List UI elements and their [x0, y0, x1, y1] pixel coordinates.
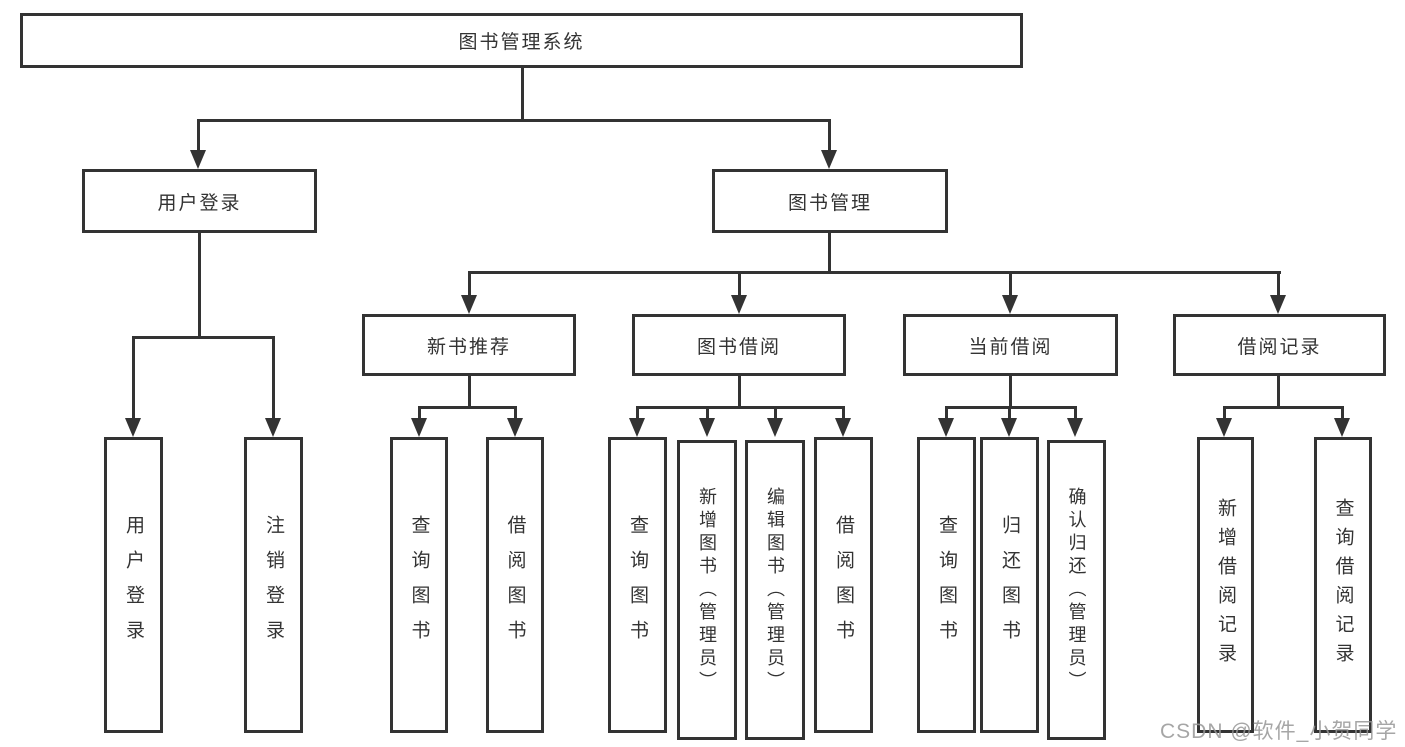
connector-root-drop-left: [197, 119, 200, 150]
node-label: 新书推荐: [426, 336, 511, 358]
leaf-label: 新增图书（管理员）: [697, 486, 717, 694]
connector-current-drop-1: [945, 406, 948, 418]
connector-userlogin-drop-1: [132, 336, 135, 418]
node-book-management: 图书管理: [712, 169, 948, 233]
connector-bookmgmt-stem: [828, 233, 831, 271]
connector-current-drop-3: [1074, 406, 1077, 418]
connector-bookmgmt-drop-4: [1277, 271, 1280, 295]
connector-borrowing-drop-3: [774, 406, 777, 418]
node-label: 图书管理: [787, 192, 872, 214]
leaf-borrow-books-borrowing: 借阅图书: [814, 437, 873, 733]
arrowhead-borrowing-add: [699, 418, 715, 437]
node-label: 借阅记录: [1237, 336, 1322, 358]
node-user-login: 用户登录: [82, 169, 317, 233]
leaf-label: 借阅图书: [504, 515, 526, 655]
leaf-query-books-borrowing: 查询图书: [608, 437, 667, 733]
arrowhead-borrowing-records: [1270, 295, 1286, 314]
node-borrowing-records: 借阅记录: [1173, 314, 1386, 376]
arrowhead-current-borrowing: [1002, 295, 1018, 314]
connector-records-stem: [1277, 376, 1280, 406]
arrowhead-new-books: [461, 295, 477, 314]
connector-current-stem: [1009, 376, 1012, 406]
leaf-label: 查询借阅记录: [1332, 498, 1354, 672]
leaf-return-books: 归还图书: [980, 437, 1039, 733]
arrowhead-book-management: [821, 150, 837, 169]
csdn-watermark: CSDN @软件_小贺同学: [1160, 720, 1398, 743]
connector-newbooks-bar: [418, 406, 516, 409]
arrowhead-records-add: [1216, 418, 1232, 437]
connector-records-drop-1: [1223, 406, 1226, 418]
connector-userlogin-stem: [198, 233, 201, 336]
arrowhead-logout-leaf: [265, 418, 281, 437]
connector-userlogin-drop-2: [272, 336, 275, 418]
arrowhead-borrowing-query: [629, 418, 645, 437]
arrowhead-borrowing-edit: [767, 418, 783, 437]
leaf-label: 查询图书: [408, 515, 430, 655]
node-label: 图书管理系统: [458, 32, 585, 53]
connector-current-bar: [945, 406, 1077, 409]
connector-newbooks-drop-2: [514, 406, 517, 418]
node-library-management-system: 图书管理系统: [20, 13, 1023, 68]
connector-borrowing-drop-2: [706, 406, 709, 418]
node-label: 当前借阅: [968, 336, 1053, 358]
arrowhead-current-query: [938, 418, 954, 437]
arrowhead-newbooks-borrow: [507, 418, 523, 437]
leaf-query-borrow-record: 查询借阅记录: [1314, 437, 1372, 733]
leaf-add-borrow-record: 新增借阅记录: [1197, 437, 1254, 733]
leaf-add-books-admin: 新增图书（管理员）: [677, 440, 737, 740]
node-new-book-recommendation: 新书推荐: [362, 314, 576, 376]
connector-newbooks-drop-1: [418, 406, 421, 418]
node-label: 用户登录: [157, 192, 242, 214]
leaf-query-books-current: 查询图书: [917, 437, 976, 733]
connector-borrowing-drop-1: [636, 406, 639, 418]
node-label: 图书借阅: [696, 336, 781, 358]
arrowhead-records-query: [1334, 418, 1350, 437]
arrowhead-newbooks-query: [411, 418, 427, 437]
connector-borrowing-bar: [636, 406, 844, 409]
leaf-label: 查询图书: [627, 515, 648, 655]
leaf-confirm-return-admin: 确认归还（管理员）: [1047, 440, 1106, 740]
leaf-label: 用户登录: [123, 515, 144, 655]
arrowhead-current-confirm: [1067, 418, 1083, 437]
leaf-label: 借阅图书: [833, 515, 854, 655]
arrowhead-book-borrowing: [731, 295, 747, 314]
leaf-label: 归还图书: [999, 515, 1020, 655]
connector-records-bar: [1223, 406, 1343, 409]
leaf-query-books-newbooks: 查询图书: [390, 437, 448, 733]
connector-root-bar: [198, 119, 831, 122]
connector-bookmgmt-drop-3: [1009, 271, 1012, 295]
connector-root-drop-right: [828, 119, 831, 150]
arrowhead-borrowing-borrow: [835, 418, 851, 437]
connector-records-drop-2: [1341, 406, 1344, 418]
connector-bookmgmt-drop-1: [468, 271, 471, 295]
leaf-edit-books-admin: 编辑图书（管理员）: [745, 440, 805, 740]
leaf-label: 查询图书: [936, 515, 957, 655]
arrowhead-current-return: [1001, 418, 1017, 437]
connector-root-stem: [521, 68, 524, 119]
connector-borrowing-drop-4: [842, 406, 845, 418]
leaf-borrow-books-newbooks: 借阅图书: [486, 437, 544, 733]
arrowhead-user-login: [190, 150, 206, 169]
arrowhead-login-leaf: [125, 418, 141, 437]
leaf-label: 新增借阅记录: [1215, 498, 1236, 672]
node-book-borrowing: 图书借阅: [632, 314, 846, 376]
connector-borrowing-stem: [738, 376, 741, 406]
leaf-logout-login: 注销登录: [244, 437, 303, 733]
connector-current-drop-2: [1008, 406, 1011, 418]
leaf-label: 编辑图书（管理员）: [765, 486, 785, 694]
connector-bookmgmt-drop-2: [738, 271, 741, 295]
leaf-user-login: 用户登录: [104, 437, 163, 733]
leaf-label: 确认归还（管理员）: [1066, 486, 1087, 694]
connector-newbooks-stem: [468, 376, 471, 406]
connector-bookmgmt-bar: [468, 271, 1281, 274]
leaf-label: 注销登录: [263, 515, 284, 655]
connector-userlogin-bar: [132, 336, 274, 339]
node-current-borrowing: 当前借阅: [903, 314, 1118, 376]
